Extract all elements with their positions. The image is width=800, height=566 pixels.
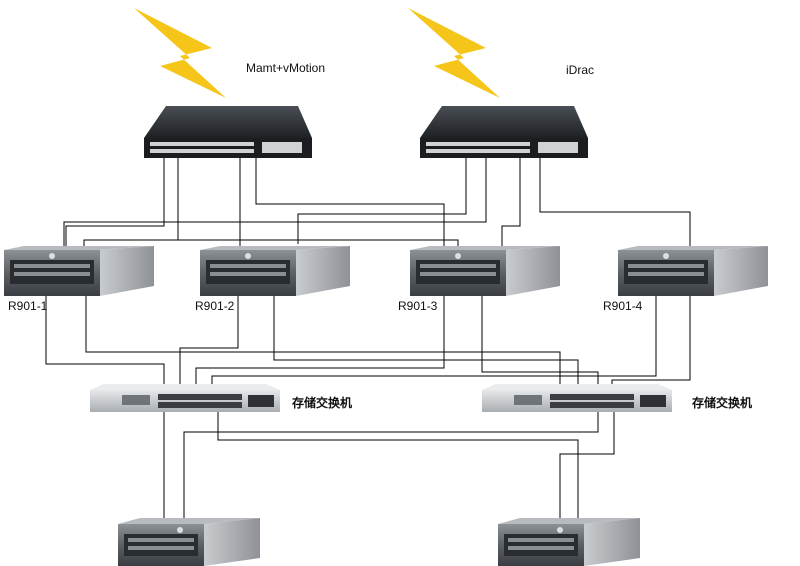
cable-fc2-s2	[559, 412, 615, 522]
server-r901-3	[410, 246, 560, 296]
cable-mgmt-r1b	[83, 158, 179, 250]
cables	[45, 158, 691, 522]
cable-mgmt-r1	[65, 158, 165, 248]
cable-r2-fc2	[273, 296, 579, 386]
label-storage-switch-2: 存储交换机	[692, 396, 753, 410]
label-mgmt-network: Mamt+vMotion	[246, 61, 326, 75]
label-server-r901-1: R901-1	[8, 299, 48, 313]
cable-r1-fc2	[85, 296, 561, 386]
label-server-r901-4: R901-4	[603, 299, 643, 313]
cable-mgmt-r3	[255, 158, 445, 248]
server-r901-2	[200, 246, 350, 296]
cable-fc1-s2	[217, 412, 579, 522]
label-server-r901-3: R901-3	[398, 299, 438, 313]
label-idrac-network: iDrac	[566, 63, 595, 77]
label-storage-switch-1: 存储交换机	[292, 396, 353, 410]
label-server-r901-2: R901-2	[195, 299, 235, 313]
cable-idrac-r2	[63, 158, 487, 248]
server-r901-1	[4, 246, 154, 296]
storage-server-2	[498, 518, 640, 566]
server-r901-4	[618, 246, 768, 296]
cable-fc2-s1	[183, 412, 599, 522]
cable-mgmt-r3b	[178, 239, 459, 248]
cable-r3-fc2	[481, 296, 599, 386]
storage-switch-1	[90, 384, 280, 412]
cable-r4-fc2	[611, 296, 691, 386]
lightning-icon-idrac	[408, 8, 500, 98]
storage-server-1	[118, 518, 260, 566]
cable-r4-fc1	[211, 296, 657, 386]
storage-switch-2	[482, 384, 672, 412]
cable-r2-fc1	[179, 296, 239, 386]
network-switch-mgmt	[144, 106, 312, 158]
cable-r3-fc1	[195, 296, 445, 386]
cable-idrac-r3	[501, 158, 521, 248]
cable-idrac-r4	[539, 158, 691, 248]
lightning-icon-mgmt	[134, 8, 226, 98]
cable-idrac-r1	[297, 158, 467, 244]
cable-r1-fc1	[45, 296, 165, 386]
network-switch-idrac	[420, 106, 588, 158]
